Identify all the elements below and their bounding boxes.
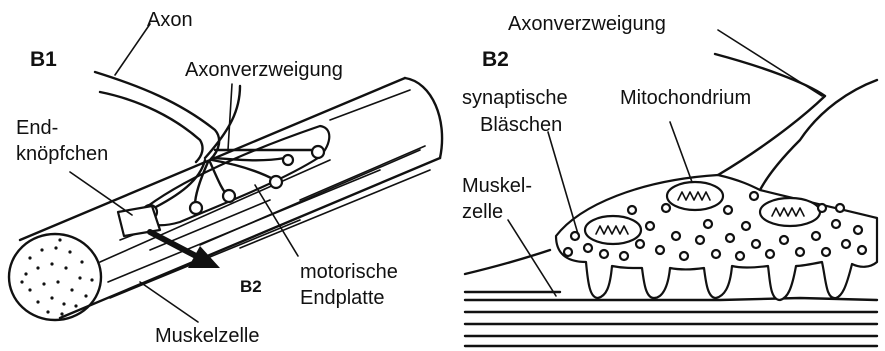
label-vesicles-line1: synaptische (462, 87, 568, 109)
label-muscle-cell-b2-line1: Muskel- (462, 175, 532, 197)
mitochondrion (585, 216, 641, 244)
end-button (270, 176, 282, 188)
label-motor-endplate-line1: motorische (300, 261, 398, 283)
motor-endplate-b1 (140, 126, 329, 225)
leader-axon (115, 24, 150, 75)
panel-label-b1: B1 (30, 48, 57, 71)
leader-mitochondrion (670, 122, 692, 182)
end-button (223, 190, 235, 202)
label-axon: Axon (147, 9, 193, 31)
end-button (190, 202, 202, 214)
label-muscle-cell-b1: Muskelzelle (155, 325, 259, 347)
mitochondrion (760, 198, 820, 226)
end-button (312, 146, 324, 158)
label-muscle-cell-b2-line2: zelle (462, 201, 503, 223)
label-vesicles-line2: Bläschen (480, 114, 562, 136)
leader-vesicles (548, 132, 578, 234)
leader-muscle-b1 (140, 282, 198, 322)
leader-end-buttons (70, 172, 132, 215)
end-button (283, 155, 293, 165)
label-motor-endplate-line2: Endplatte (300, 287, 385, 309)
panel-b2: B2 Axonverzweigung synaptische Bläschen … (462, 13, 877, 346)
leader-muscle-b2 (508, 220, 556, 296)
label-arrow-b2: B2 (240, 277, 262, 296)
label-axon-branching-b2: Axonverzweigung (508, 13, 666, 35)
label-mitochondrion: Mitochondrium (620, 87, 751, 109)
mitochondrion (667, 182, 723, 210)
panel-b1: B1 Axon Axonverzweigung End- knöpfchen B… (9, 9, 442, 347)
label-end-buttons-line2: knöpfchen (16, 143, 108, 165)
label-axon-branching-b1: Axonverzweigung (185, 59, 343, 81)
label-end-buttons-line1: End- (16, 117, 58, 139)
leader-branching-b1 (228, 84, 232, 150)
panel-label-b2: B2 (482, 48, 509, 71)
cross-section-dots (20, 238, 93, 315)
arrow-to-b2 (150, 232, 220, 268)
